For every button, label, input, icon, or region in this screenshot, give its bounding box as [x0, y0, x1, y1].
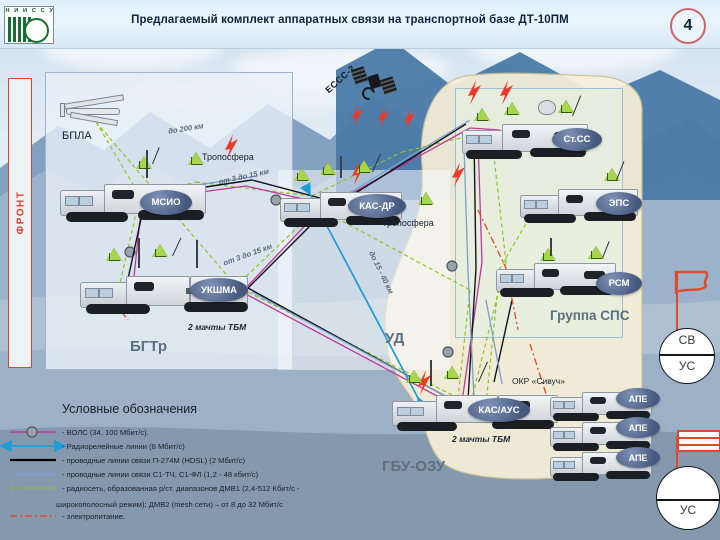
logo-text: Н И И С С У [5, 8, 55, 14]
vehicle-st-ss [462, 118, 590, 162]
antenna-triangle [356, 160, 372, 173]
antenna-triangle [106, 248, 122, 261]
antenna-mast [430, 360, 432, 386]
vehicle-ukshma [80, 268, 248, 318]
antenna-triangle [418, 192, 434, 205]
antenna-dish [538, 100, 556, 115]
legend-item-4: - радиосеть, образованная р/ст. диапазон… [62, 484, 300, 493]
page-title: Предлагаемый комплект аппаратных связи н… [131, 14, 569, 26]
legend-item-3: - проводные линии связи С1-ТЧ, С1-ФЛ (1,… [62, 470, 259, 479]
panel-title-gbu: ГБУ-ОЗУ [382, 458, 446, 475]
antenna-triangle [540, 248, 556, 261]
node-label-ukshma[interactable]: УКШМА [190, 278, 248, 302]
node-label-st-ss[interactable]: Ст.СС [552, 128, 602, 151]
masts-note-bottom: 2 мачты ТБМ [452, 434, 511, 444]
antenna-triangle [294, 168, 310, 181]
legend-item-6: - электропитание. [62, 512, 126, 521]
slide-header: Н И И С С У Предлагаемый комплект аппара… [0, 0, 720, 49]
vehicle-eps [520, 184, 640, 226]
antenna-mast [196, 240, 198, 268]
symbol-sv-text: СВ [678, 333, 696, 347]
legend-item-2: - проводные линии связи П-274М (HDSL) (2… [62, 456, 245, 465]
antenna-triangle [558, 100, 574, 113]
flag-pole-us [676, 436, 678, 476]
node-label-eps[interactable]: ЭПС [596, 192, 642, 215]
symbol-sv-us: СВ УС [659, 328, 715, 384]
uav-label: БПЛА [62, 130, 92, 142]
front-line-bar: ФРОНТ [8, 78, 32, 368]
antenna-triangle [604, 168, 620, 181]
panel-title-ud: УД [385, 330, 405, 347]
legend-title: Условные обозначения [62, 402, 198, 416]
legend-item-5: широкополосный режим); ДМВ2 (mesh сети) … [56, 500, 283, 509]
antenna-triangle [444, 366, 460, 379]
symbol-us-bottom-text: УС [679, 503, 697, 517]
antenna-triangle [474, 108, 490, 121]
logo-circle [24, 18, 49, 43]
antenna-triangle [152, 244, 168, 257]
node-label-kas-dr[interactable]: КАС-ДР [348, 194, 406, 218]
okr-label: ОКР «Сивуч» [512, 376, 565, 386]
symbol-us: УС [656, 466, 720, 530]
node-label-ape-1[interactable]: АПЕ [616, 388, 660, 409]
masts-note-left: 2 мачты ТБМ [188, 322, 247, 332]
antenna-triangle [504, 102, 520, 115]
antenna-triangle [588, 246, 604, 259]
flag-pole-sv [676, 272, 678, 330]
slide-number-badge: 4 [670, 8, 706, 44]
antenna-mast [146, 150, 148, 178]
node-label-ape-3[interactable]: АПЕ [616, 447, 660, 468]
uav-icon [58, 94, 128, 129]
antenna-mast [138, 238, 140, 268]
antenna-mast [550, 238, 552, 256]
troposphere-label-left: Тропосфера [202, 152, 254, 162]
antenna-triangle [320, 162, 336, 175]
antenna-triangle [136, 156, 152, 169]
wavy-flag-icon [674, 270, 709, 294]
node-label-msio[interactable]: МСИО [140, 190, 192, 215]
legend-item-0: - ВОЛС (34, 100 Мбит/с). [62, 428, 149, 437]
organization-logo: Н И И С С У [4, 6, 54, 44]
node-label-kas-aus[interactable]: КАС/АУС [468, 398, 530, 422]
node-label-rsm[interactable]: РСМ [596, 272, 642, 295]
antenna-mast [340, 156, 342, 178]
troposphere-label-mid: Тропосфера [382, 218, 434, 228]
antenna-triangle [188, 152, 204, 165]
node-label-ape-2[interactable]: АПЕ [616, 417, 660, 438]
symbol-us-top-text: УС [678, 359, 696, 373]
panel-title-bgtr: БГТр [130, 338, 168, 355]
legend-item-1: - Радиорелейные линии (8 Мбит/с) [62, 442, 185, 451]
panel-title-sps: Группа СПС [550, 308, 630, 323]
antenna-triangle [406, 370, 422, 383]
